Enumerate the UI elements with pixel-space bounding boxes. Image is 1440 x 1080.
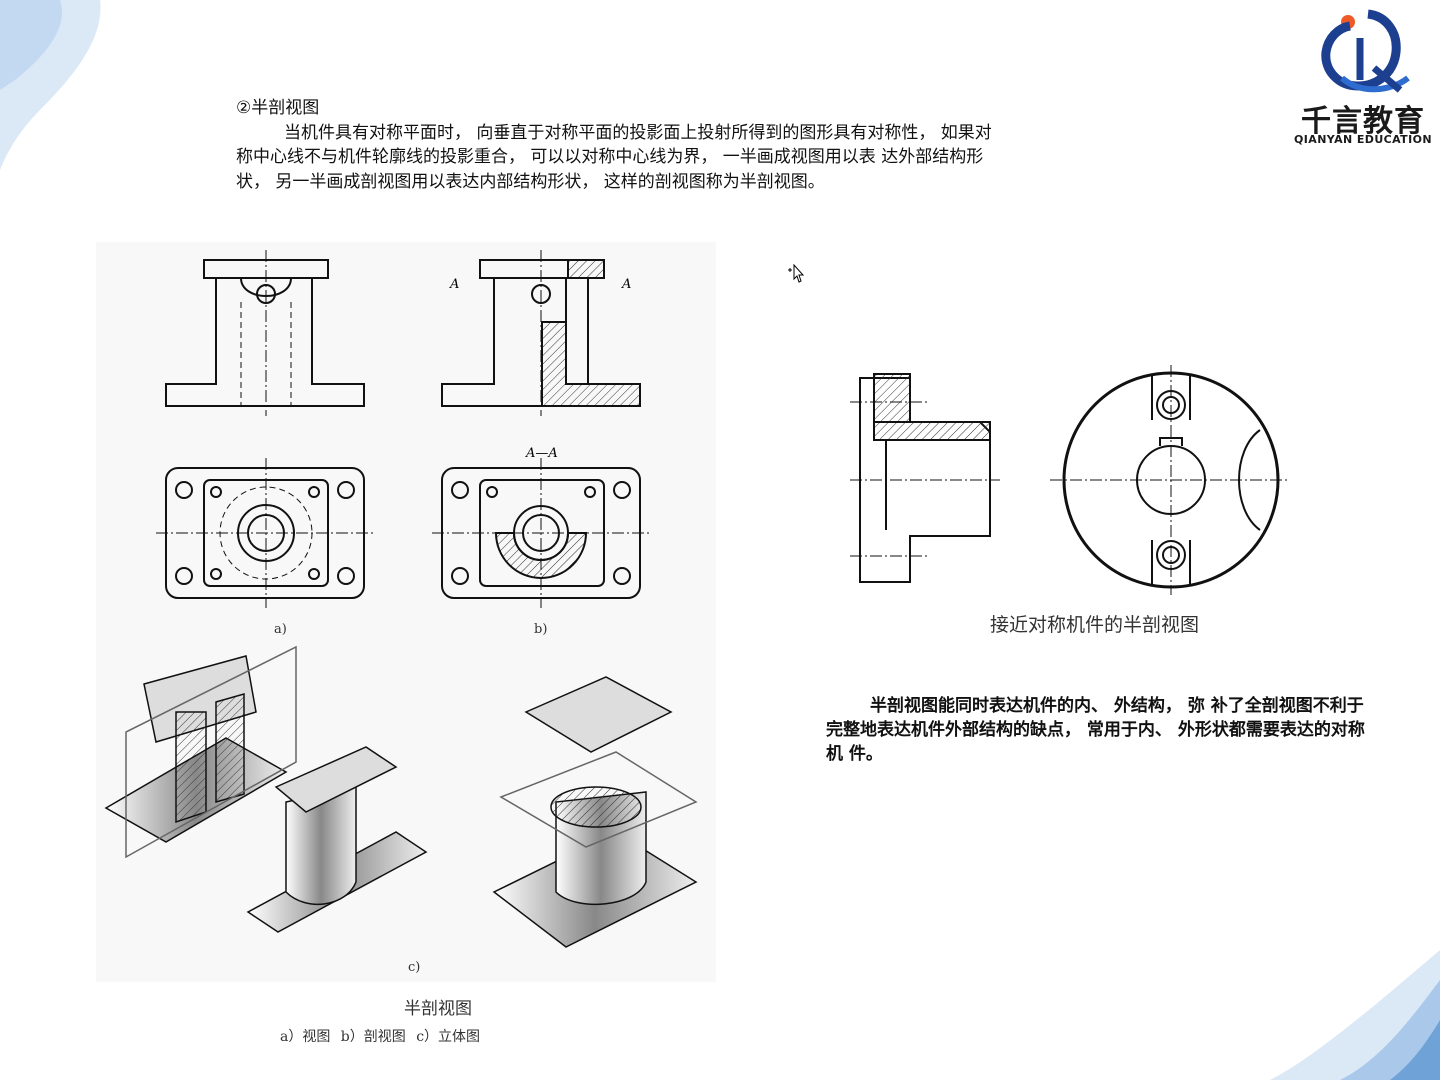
- near-symmetric-drawing: [850, 365, 1290, 595]
- logo-english-name: QIANYAN EDUCATION: [1294, 133, 1432, 146]
- top-left-decoration: [0, 0, 101, 170]
- qianyan-logo: 千言教育 QIANYAN EDUCATION: [1290, 8, 1436, 148]
- section-mark-left: A: [449, 277, 459, 292]
- left-figure-title: 半剖视图: [404, 999, 472, 1019]
- view-c-pictorial: [104, 645, 698, 948]
- subcaption-b: b): [534, 622, 548, 637]
- intro-text: ②半剖视图 当机件具有对称平面时， 向垂直于对称平面的投影面上投射所得到的图形具…: [236, 96, 996, 194]
- intro-paragraph: 当机件具有对称平面时， 向垂直于对称平面的投影面上投射所得到的图形具有对称性， …: [236, 122, 992, 192]
- side-view: [850, 373, 1000, 583]
- half-section-drawing: A A A—A: [96, 242, 716, 982]
- logo-chinese-name: 千言教育: [1301, 104, 1425, 139]
- section-mark-right: A: [621, 277, 631, 292]
- view-b-top: [432, 458, 650, 608]
- logo-emblem-icon: [1321, 9, 1410, 93]
- half-section-figure: A A A—A: [96, 242, 716, 982]
- bottom-right-decoration: [1270, 950, 1440, 1080]
- view-a-front: [165, 250, 365, 416]
- section-heading: ②半剖视图: [236, 98, 320, 118]
- section-label-aa: A—A: [525, 446, 558, 461]
- subcaption-a: a): [274, 622, 287, 637]
- view-b-front: [441, 250, 641, 416]
- view-a-top: [156, 458, 374, 608]
- move-cursor-icon: [788, 264, 805, 283]
- summary-paragraph: 半剖视图能同时表达机件的内、 外结构， 弥 补了全剖视图不利于完整地表达机件外部…: [826, 696, 1365, 764]
- near-symmetric-figure: [840, 360, 1300, 600]
- end-view: [1050, 365, 1290, 595]
- subcaption-c: c): [408, 960, 421, 975]
- right-figure-caption: 接近对称机件的半剖视图: [990, 614, 1200, 636]
- left-figure-legend: a）视图 b）剖视图 c）立体图: [280, 1029, 481, 1045]
